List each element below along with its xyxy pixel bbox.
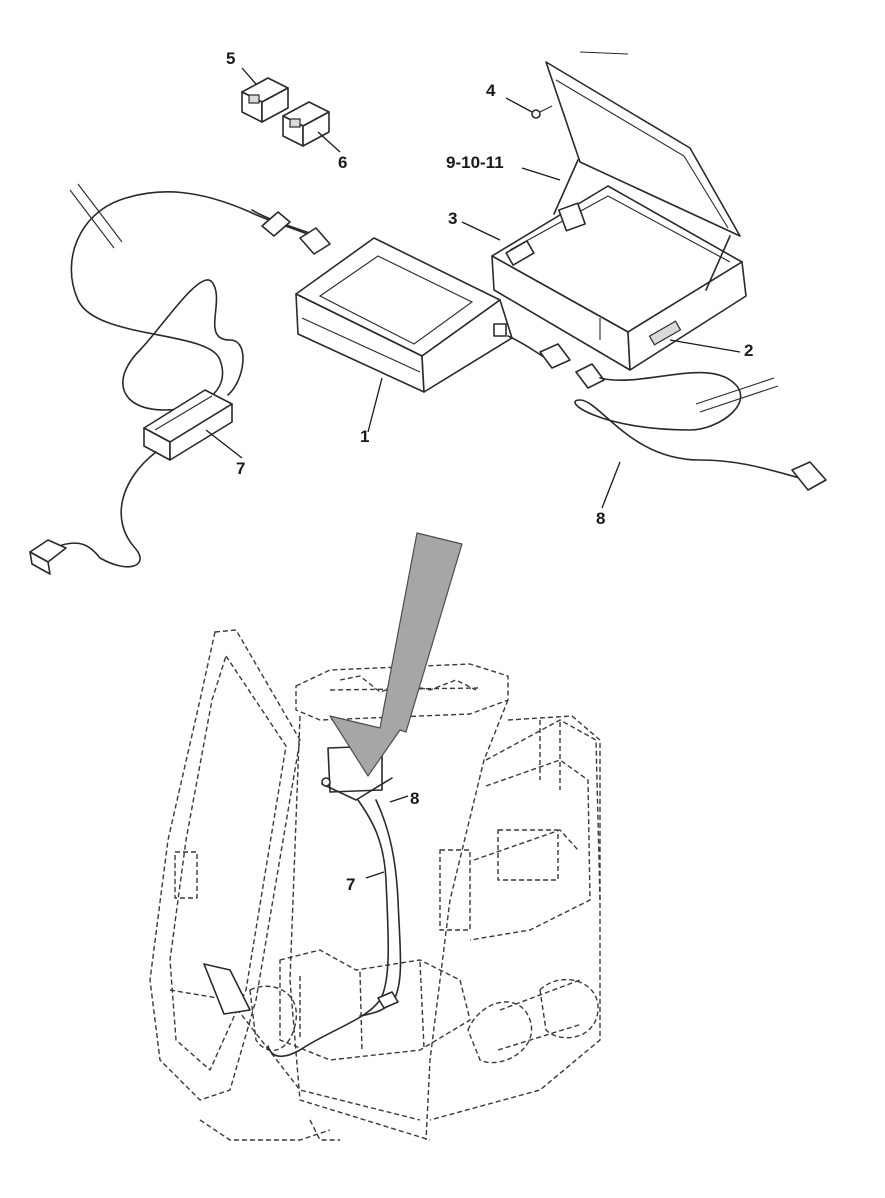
part-7-power-adapter	[29, 183, 331, 575]
vehicle-callout-8: 8	[410, 789, 419, 808]
part-6-connector	[282, 101, 330, 147]
callout-1: 1	[360, 427, 369, 446]
callout-8: 8	[596, 509, 605, 528]
part-1-main-unit	[295, 237, 513, 393]
callout-2: 2	[744, 341, 753, 360]
callout-9-10-11: 9-10-11	[446, 153, 504, 172]
leader-lines	[205, 67, 741, 509]
callout-6: 6	[338, 153, 347, 172]
part-8-cable	[507, 335, 827, 491]
vehicle-leaders	[365, 795, 409, 879]
vehicle-cab-outline	[149, 629, 601, 1141]
part-3-mounting-box	[491, 51, 747, 371]
callout-4: 4	[486, 81, 496, 100]
vehicle-callout-7: 7	[346, 875, 355, 894]
part-4-screw	[531, 105, 553, 119]
callout-7: 7	[236, 459, 245, 478]
callout-5: 5	[226, 49, 235, 68]
location-arrow	[329, 532, 463, 777]
installed-unit	[267, 745, 402, 1058]
callout-3: 3	[448, 209, 457, 228]
part-5-connector	[241, 77, 289, 123]
